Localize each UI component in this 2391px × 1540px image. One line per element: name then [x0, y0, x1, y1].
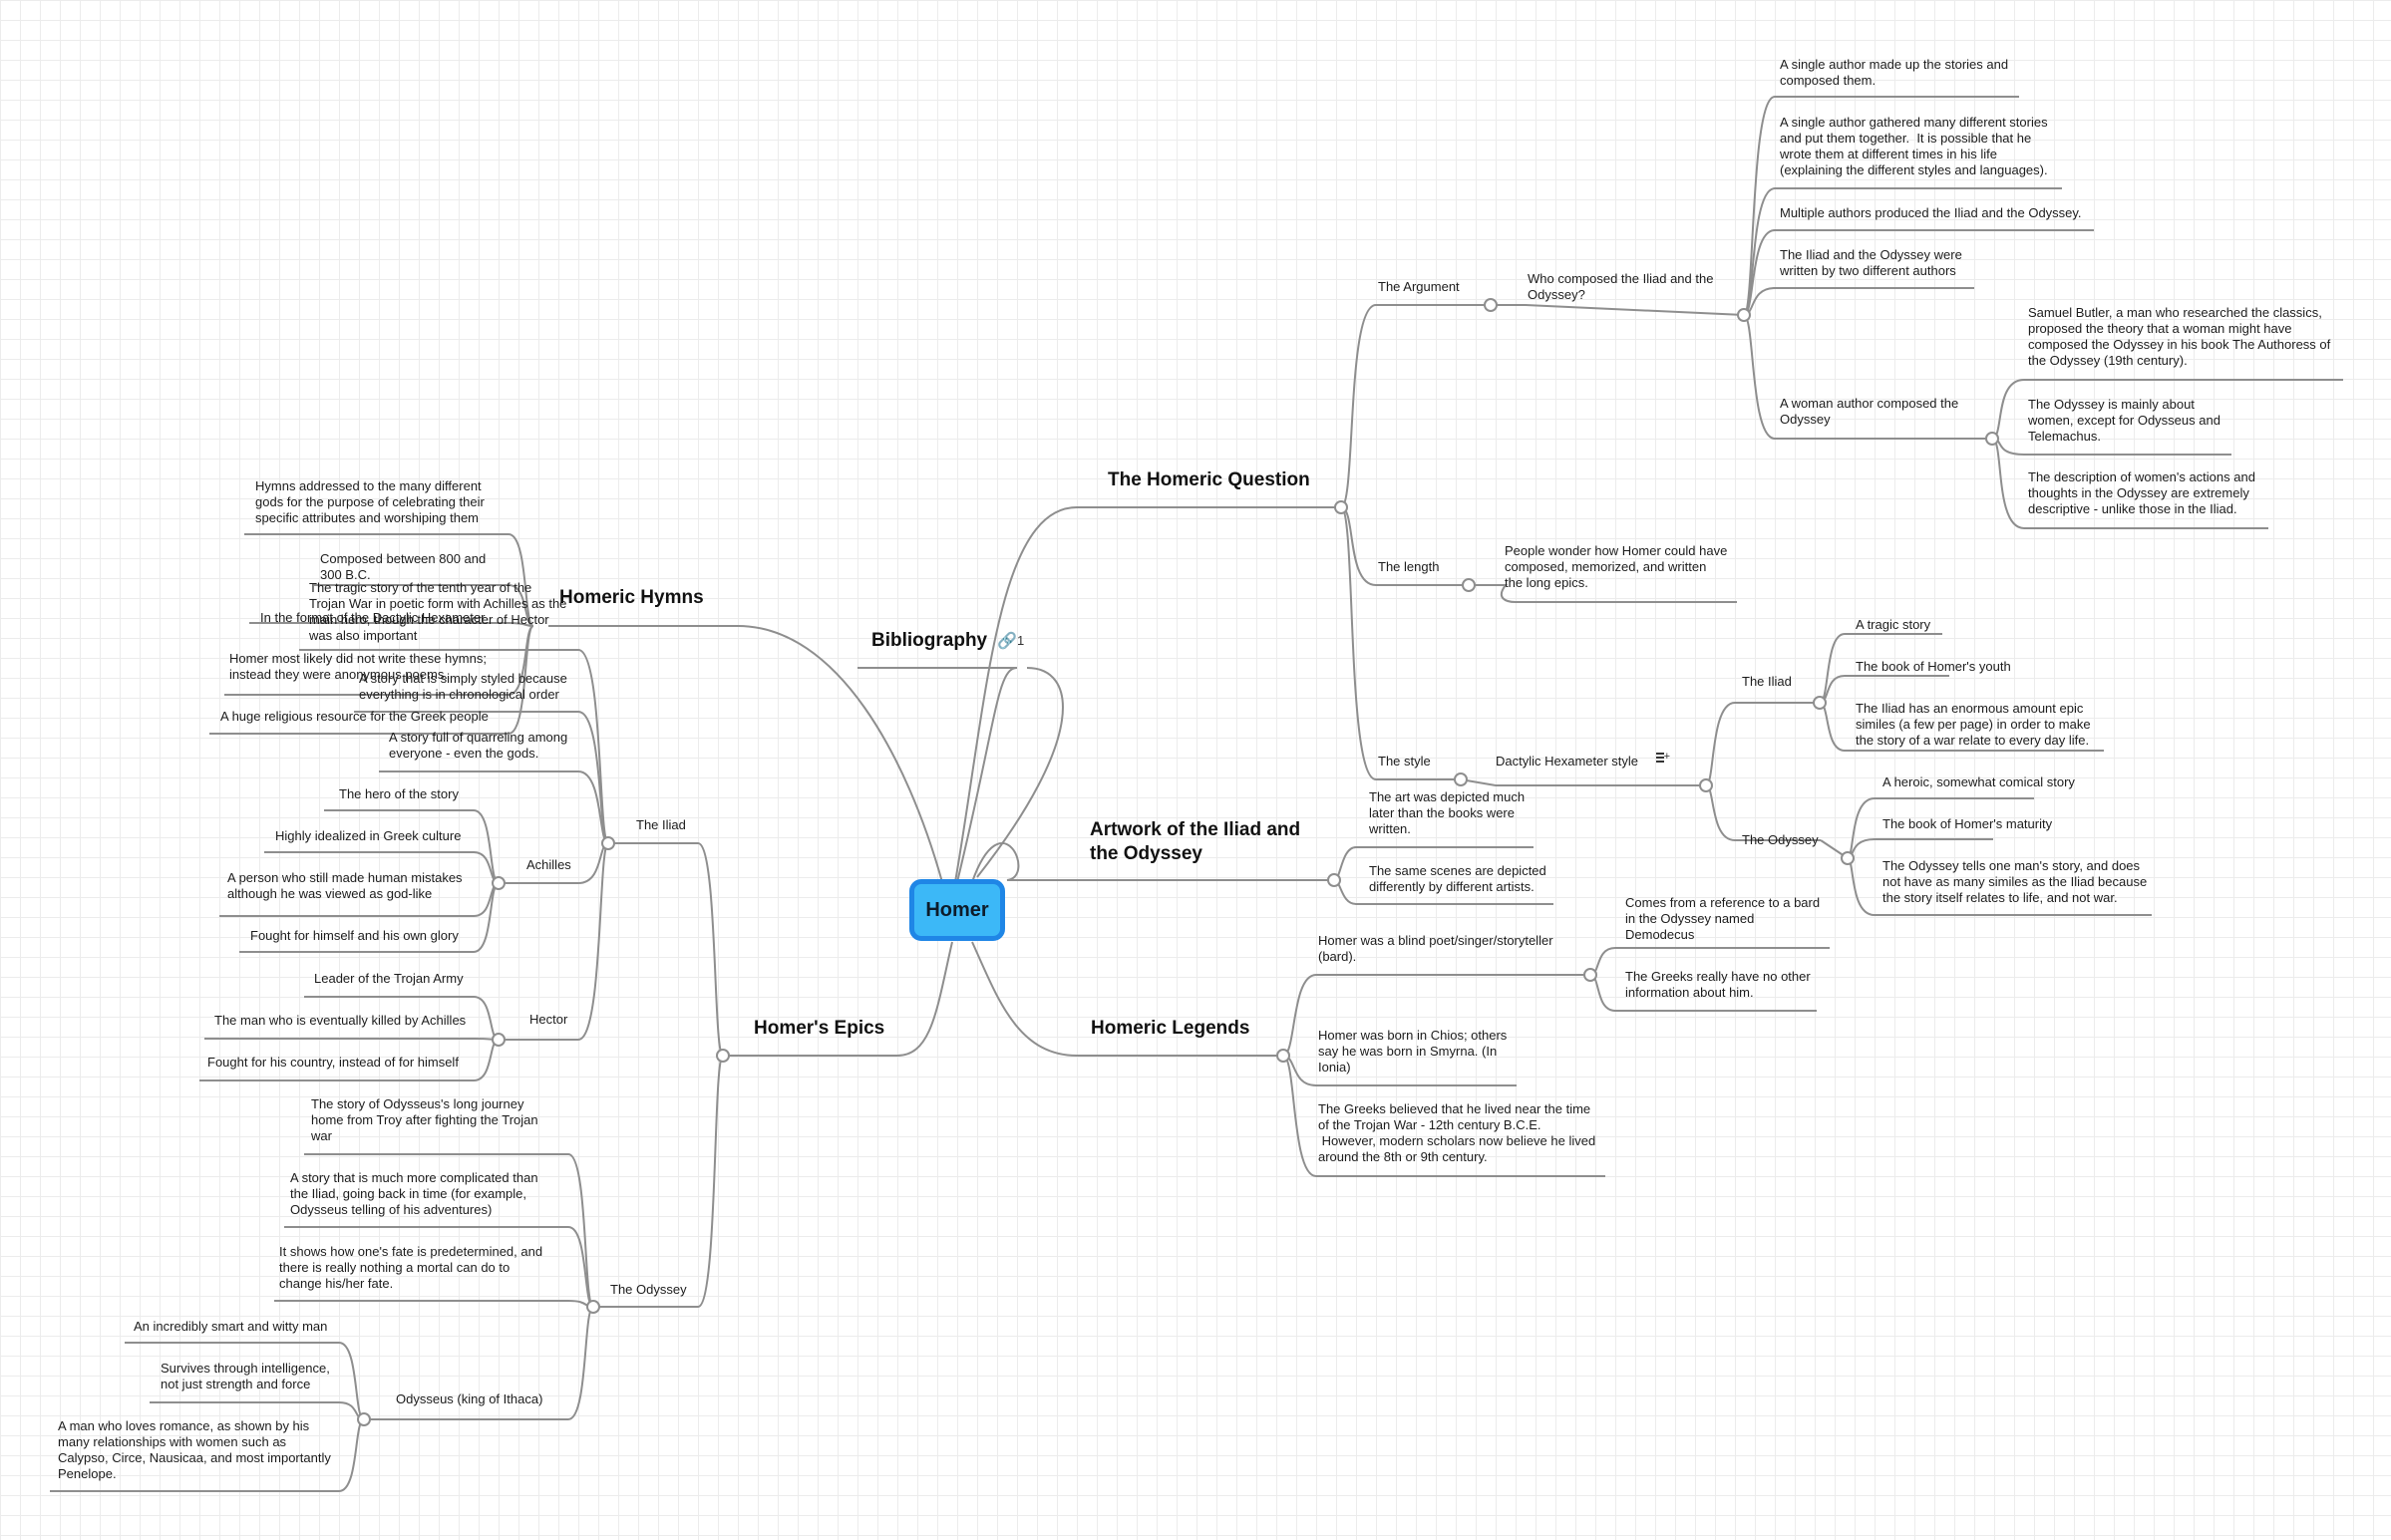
- hymn-item[interactable]: Composed between 800 and 300 B.C.: [320, 551, 487, 582]
- answer-single-author-made-up[interactable]: A single author made up the stories and …: [1780, 57, 2009, 88]
- subtopic-the-argument[interactable]: The Argument: [1378, 279, 1460, 294]
- artwork-item[interactable]: The same scenes are depicted differently…: [1369, 863, 1546, 894]
- detail-samuel-butler[interactable]: Samuel Butler, a man who researched the …: [2028, 305, 2331, 368]
- achilles-item[interactable]: Highly idealized in Greek culture: [275, 828, 462, 843]
- legend-detail-no-info[interactable]: The Greeks really have no other informat…: [1625, 969, 1811, 1000]
- hector-item[interactable]: Fought for his country, instead of for h…: [207, 1055, 459, 1070]
- style-odyssey-item[interactable]: The Odyssey tells one man's story, and d…: [1882, 858, 2148, 905]
- legend-detail-demodecus[interactable]: Comes from a reference to a bard in the …: [1625, 895, 1821, 942]
- detail-length[interactable]: People wonder how Homer could have compo…: [1505, 543, 1728, 590]
- hymn-item[interactable]: Homer most likely did not write these hy…: [229, 651, 487, 682]
- subtopic-dactylic-hexameter[interactable]: Dactylic Hexameter style: [1496, 754, 1639, 769]
- hymn-item[interactable]: A huge religious resource for the Greek …: [220, 709, 489, 724]
- style-iliad-item[interactable]: The Iliad has an enormous amount epic si…: [1856, 701, 2091, 748]
- legend-birthplace[interactable]: Homer was born in Chios; others say he w…: [1318, 1028, 1508, 1075]
- legend-era[interactable]: The Greeks believed that he lived near t…: [1318, 1101, 1596, 1164]
- odysseus-item[interactable]: Survives through intelligence, not just …: [161, 1361, 330, 1391]
- hector-item[interactable]: The man who is eventually killed by Achi…: [214, 1013, 467, 1028]
- detail-mainly-about-women[interactable]: The Odyssey is mainly about women, excep…: [2028, 397, 2220, 444]
- odyssey-odysseus[interactable]: Odysseus (king of Ithaca): [396, 1391, 543, 1406]
- detail-women-descriptions[interactable]: The description of women's actions and t…: [2028, 469, 2255, 516]
- hymn-item[interactable]: In the format of the Dactylic Hexameter: [260, 610, 486, 625]
- odysseus-item[interactable]: A man who loves romance, as shown by his…: [58, 1418, 331, 1481]
- note-icon[interactable]: +: [1656, 752, 1670, 765]
- iliad-achilles[interactable]: Achilles: [526, 857, 571, 872]
- achilles-item[interactable]: Fought for himself and his own glory: [250, 928, 459, 943]
- subtopic-the-style[interactable]: The style: [1378, 754, 1431, 769]
- style-iliad-item[interactable]: A tragic story: [1856, 617, 1931, 632]
- odysseus-item[interactable]: An incredibly smart and witty man: [134, 1319, 328, 1334]
- achilles-item[interactable]: A person who still made human mistakes a…: [227, 870, 463, 901]
- epics-the-iliad[interactable]: The Iliad: [636, 817, 686, 832]
- iliad-item[interactable]: A story that is simply styled because ev…: [359, 671, 567, 702]
- iliad-item[interactable]: A story full of quarreling among everyon…: [389, 730, 568, 761]
- hymn-item[interactable]: Hymns addressed to the many different go…: [255, 478, 485, 525]
- style-odyssey-item[interactable]: A heroic, somewhat comical story: [1882, 774, 2075, 789]
- main-topic-homeric-question[interactable]: The Homeric Question: [1108, 469, 1310, 490]
- main-topic-homers-epics[interactable]: Homer's Epics: [754, 1018, 885, 1039]
- answer-single-author-gathered[interactable]: A single author gathered many different …: [1780, 115, 2048, 177]
- achilles-item[interactable]: The hero of the story: [339, 786, 459, 801]
- style-odyssey-item[interactable]: The book of Homer's maturity: [1882, 816, 2053, 831]
- iliad-hector[interactable]: Hector: [529, 1012, 568, 1027]
- subtopic-the-length[interactable]: The length: [1378, 559, 1440, 574]
- legend-blind-poet[interactable]: Homer was a blind poet/singer/storytelle…: [1318, 933, 1553, 964]
- hector-item[interactable]: Leader of the Trojan Army: [314, 971, 464, 986]
- style-iliad-item[interactable]: The book of Homer's youth: [1856, 659, 2011, 674]
- iliad-item[interactable]: The tragic story of the tenth year of th…: [309, 580, 567, 643]
- odyssey-item[interactable]: The story of Odysseus's long journey hom…: [311, 1096, 538, 1143]
- central-topic-homer[interactable]: Homer: [909, 879, 1005, 941]
- main-topic-homeric-legends[interactable]: Homeric Legends: [1091, 1018, 1250, 1039]
- odyssey-item[interactable]: It shows how one's fate is predetermined…: [279, 1244, 543, 1291]
- style-the-iliad[interactable]: The Iliad: [1742, 674, 1792, 689]
- answer-multiple-authors[interactable]: Multiple authors produced the Iliad and …: [1780, 205, 2082, 220]
- link-count: 1: [1017, 633, 1025, 648]
- answer-woman-author[interactable]: A woman author composed the Odyssey: [1780, 396, 1959, 427]
- main-topic-bibliography[interactable]: Bibliography: [871, 630, 988, 651]
- main-topic-homeric-hymns[interactable]: Homeric Hymns: [559, 587, 704, 608]
- main-topic-artwork[interactable]: Artwork of the Iliad and the Odyssey: [1090, 819, 1301, 864]
- epics-the-odyssey[interactable]: The Odyssey: [610, 1282, 687, 1297]
- answer-two-authors[interactable]: The Iliad and the Odyssey were written b…: [1780, 247, 1962, 278]
- style-the-odyssey[interactable]: The Odyssey: [1742, 832, 1819, 847]
- artwork-item[interactable]: The art was depicted much later than the…: [1369, 789, 1526, 836]
- subtopic-who-composed[interactable]: Who composed the Iliad and the Odyssey?: [1528, 271, 1714, 302]
- link-icon[interactable]: 🔗: [997, 633, 1017, 650]
- odyssey-item[interactable]: A story that is much more complicated th…: [290, 1170, 538, 1217]
